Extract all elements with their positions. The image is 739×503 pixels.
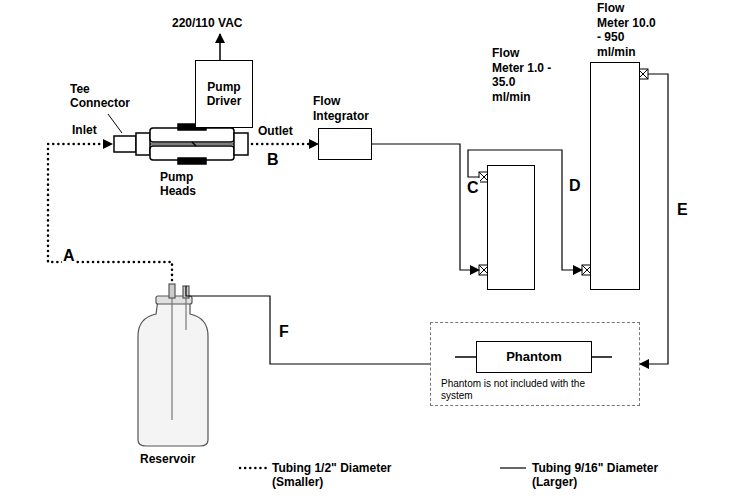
legend-text: Tubing 9/16" Diameter (Larger): [532, 461, 682, 490]
part-label: Outlet: [258, 124, 293, 138]
part-label: Inlet: [72, 123, 97, 137]
tubing-small: [252, 143, 318, 146]
tubing-small: [48, 144, 172, 280]
legend-solid-sample: [500, 467, 526, 468]
pump-heads-drawing: [114, 124, 248, 164]
reservoir: Reservoir: [135, 280, 210, 448]
leader-line: [108, 114, 122, 133]
integrator-box: Flow Integrator: [318, 128, 372, 160]
phantom-box: Phantom: [476, 341, 592, 373]
tubing-large: [640, 74, 668, 364]
node-text: Phantom is not included with the system: [441, 378, 601, 401]
edge-label: D: [568, 176, 582, 195]
edge-label: F: [278, 322, 290, 341]
flow-meter-box: Flow Meter 10.0 - 950 ml/min: [590, 62, 640, 290]
node-text: Phantom: [477, 349, 591, 365]
legend-text: Tubing 1/2" Diameter (Smaller): [272, 461, 422, 490]
driver-box: Pump Driver: [195, 60, 253, 128]
edge-label: A: [62, 246, 76, 265]
legend-dotted-sample: [240, 467, 266, 470]
part-label: Tee Connector: [70, 82, 126, 111]
node-text: Flow Meter 10.0 - 950 ml/min: [597, 1, 659, 59]
phantom-region: Phantom is not included with the system P…: [430, 322, 640, 406]
tubing-large: [372, 144, 479, 270]
power-arrow: [219, 34, 221, 60]
edge-label: C: [466, 178, 480, 197]
node-text: Reservoir: [140, 452, 195, 466]
flow-meter-box: Flow Meter 1.0 - 35.0 ml/min: [487, 165, 535, 290]
part-label: 220/110 VAC: [172, 16, 243, 30]
node-text: Pump Driver: [196, 80, 252, 109]
edge-label: E: [676, 200, 689, 219]
pump-heads: Pump Heads: [112, 124, 252, 164]
edge-label: B: [266, 150, 280, 169]
tubing-large: [186, 286, 430, 364]
node-text: Pump Heads: [160, 170, 208, 199]
node-text: Flow Meter 1.0 - 35.0 ml/min: [492, 46, 552, 104]
node-text: Flow Integrator: [313, 94, 375, 123]
reservoir-bottle: [138, 284, 208, 446]
